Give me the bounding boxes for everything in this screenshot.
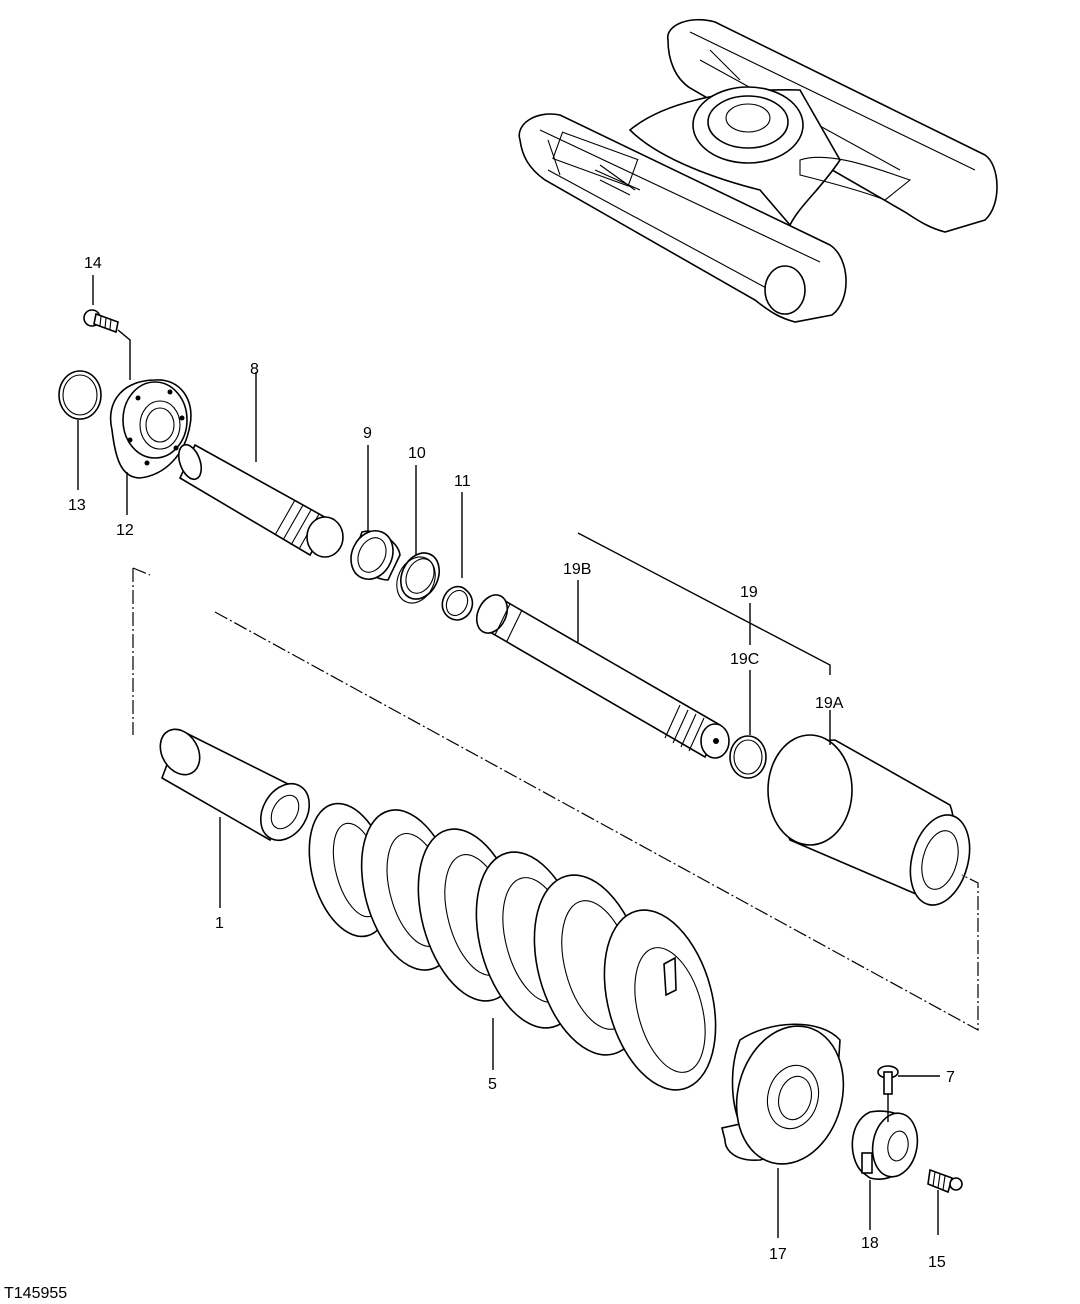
assembly-centerline: [132, 567, 979, 1032]
figure-id: T145955: [4, 1285, 67, 1302]
callout-labels: 14 13 12 8 9 10 11 19B 19 19C 19A 1 5 7 …: [4, 255, 955, 1302]
callout-8: 8: [250, 361, 259, 378]
snap-ring-part-11: [441, 585, 474, 621]
grease-fitting-part-15: [927, 1168, 963, 1194]
idler-cylinder-illustration: [552, 131, 641, 196]
callout-1: 1: [215, 915, 224, 932]
callout-19c: 19C: [730, 651, 759, 668]
bolt-part-14: [83, 309, 119, 334]
bolt-part-7: [877, 1065, 899, 1095]
callout-14: 14: [84, 255, 102, 272]
o-ring-part-13: [58, 370, 102, 420]
callout-13: 13: [68, 497, 86, 514]
callout-18: 18: [861, 1235, 879, 1252]
callout-5: 5: [488, 1076, 497, 1093]
track-frame-illustration: [518, 18, 998, 323]
callout-10: 10: [408, 445, 426, 462]
spring-part-5: [308, 802, 717, 1091]
bushing-part-9: [350, 530, 401, 581]
callout-19: 19: [740, 584, 758, 601]
callout-19a: 19A: [815, 695, 844, 712]
callout-17: 17: [769, 1246, 787, 1263]
cylinder-part-19a: [767, 734, 971, 906]
seal-part-10: [396, 552, 441, 604]
o-ring-part-19c: [729, 735, 767, 779]
callout-11: 11: [454, 473, 471, 490]
spacer-part-1: [159, 728, 311, 842]
rod-part-19b: [475, 594, 730, 759]
callout-19b: 19B: [563, 561, 591, 578]
shaft-part-8: [177, 443, 344, 558]
spring-seat-part-17: [721, 1023, 845, 1165]
callout-9: 9: [363, 425, 372, 442]
callout-7: 7: [946, 1069, 955, 1086]
callout-12: 12: [116, 522, 134, 539]
callout-15: 15: [928, 1254, 946, 1271]
flange-part-12: [109, 379, 192, 479]
nut-part-18: [851, 1110, 919, 1180]
